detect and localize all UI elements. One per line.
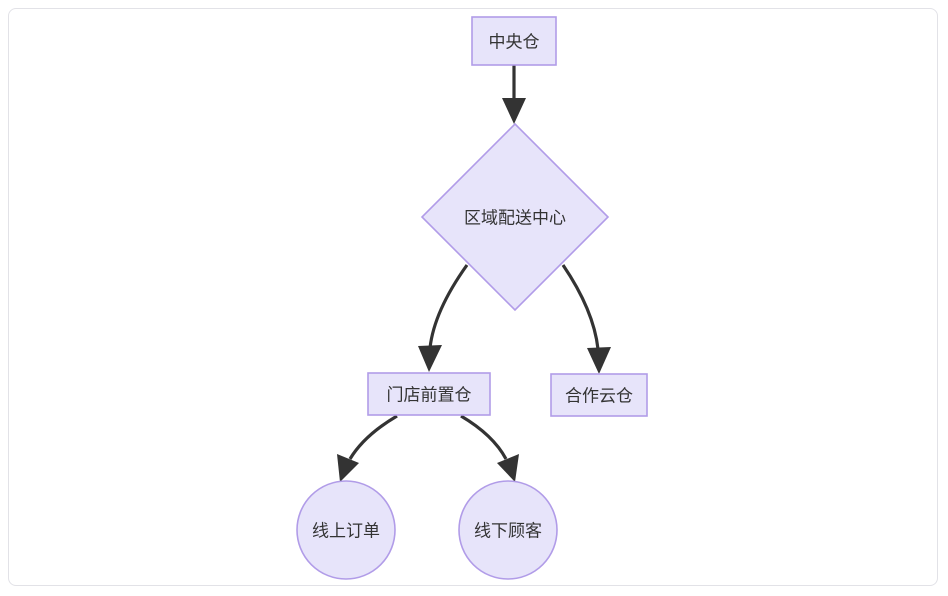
node-online-orders[interactable]: 线上订单 [296, 480, 396, 580]
node-offline-customers[interactable]: 线下顾客 [458, 480, 558, 580]
node-regional-distribution-center-label: 区域配送中心 [464, 209, 566, 228]
node-central-warehouse-shape[interactable] [471, 16, 557, 66]
node-offline-customers-label: 线下顾客 [474, 522, 542, 541]
node-offline-customers-shape[interactable] [458, 480, 558, 580]
node-central-warehouse-label: 中央仓 [489, 33, 540, 52]
diagram-frame [8, 8, 938, 586]
node-store-forward-warehouse-shape[interactable] [367, 372, 491, 416]
edge-regional-to-store-line [428, 264, 469, 349]
edge-layer [337, 65, 611, 482]
edge-regional-to-partner [561, 264, 611, 374]
node-partner-cloud-warehouse[interactable]: 合作云仓 [550, 373, 648, 417]
edge-store-to-online [337, 414, 398, 482]
node-online-orders-label: 线上订单 [312, 522, 380, 541]
edge-regional-to-store [418, 264, 469, 372]
node-regional-distribution-center-shape[interactable] [420, 122, 610, 312]
edge-regional-to-partner-line [561, 264, 600, 350]
node-layer: 中央仓 区域配送中心 门店前置仓 合作云仓 线上订单 线下顾客 [296, 16, 648, 580]
edge-store-to-online-line [348, 414, 398, 460]
edge-store-to-offline [460, 414, 519, 482]
node-store-forward-warehouse[interactable]: 门店前置仓 [367, 372, 491, 416]
edge-store-to-offline-line [460, 414, 508, 460]
node-partner-cloud-warehouse-shape[interactable] [550, 373, 648, 417]
node-store-forward-warehouse-label: 门店前置仓 [387, 386, 472, 405]
edge-regional-to-partner-arrowhead [587, 347, 611, 374]
edge-regional-to-store-arrowhead [418, 345, 442, 372]
node-regional-distribution-center[interactable]: 区域配送中心 [420, 122, 610, 312]
edge-store-to-online-arrowhead [337, 454, 359, 482]
edge-store-to-offline-arrowhead [497, 454, 519, 482]
node-central-warehouse[interactable]: 中央仓 [471, 16, 557, 66]
node-online-orders-shape[interactable] [296, 480, 396, 580]
edge-central-to-regional-arrowhead [502, 98, 526, 124]
node-partner-cloud-warehouse-label: 合作云仓 [565, 387, 633, 406]
edge-central-to-regional [502, 65, 526, 124]
